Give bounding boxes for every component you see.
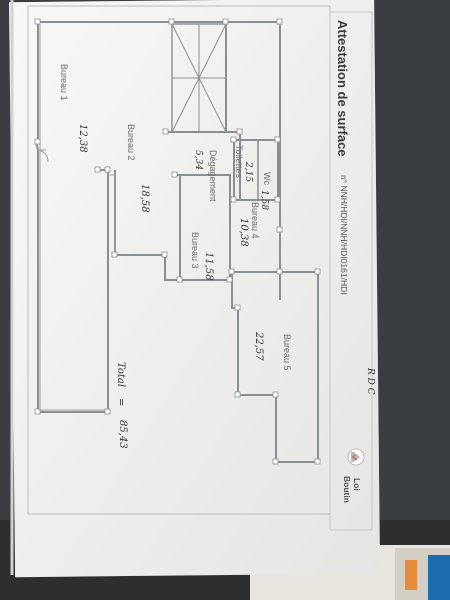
total-label: Total xyxy=(115,362,126,387)
room-label-bureau2: Bureau 2 xyxy=(126,124,136,161)
total-value: 85,43 xyxy=(117,420,128,449)
total-equals: = xyxy=(115,398,126,406)
area-bureau3: 11,58 xyxy=(203,252,214,281)
area-degagement: 5,34 xyxy=(193,150,203,170)
door-arc xyxy=(37,149,49,163)
floor-plan xyxy=(34,21,319,463)
room-label-bureau1: Bureau 1 xyxy=(59,64,69,101)
wall-nodes xyxy=(34,18,321,465)
room-label-degagement: Dégagement xyxy=(208,150,218,202)
room-label-bureau4: Bureau 4 xyxy=(250,202,260,239)
brand-line1: Loi xyxy=(352,478,362,491)
reference-number: n° NNH/HDI/NNH/HDI0161/HDI xyxy=(339,175,349,295)
room-label-bureau5: Bureau 5 xyxy=(282,334,292,371)
header-band-frame xyxy=(329,11,373,531)
document-title: Attestation de surface xyxy=(335,20,350,157)
area-toilettes: 2,15 xyxy=(243,161,253,182)
stairwell-shaft xyxy=(171,23,227,133)
area-bureau1: 12,38 xyxy=(77,124,88,153)
area-bureau5: 22,57 xyxy=(253,331,264,361)
room-label-wc: Wc xyxy=(262,172,272,185)
area-bureau4: 10,38 xyxy=(238,218,249,247)
level-handwritten: R D C xyxy=(365,367,375,395)
brand-line2: Boutin xyxy=(342,476,352,503)
house-check-icon xyxy=(347,448,365,466)
area-wc: 1,58 xyxy=(259,190,269,210)
area-bureau2: 18,58 xyxy=(139,184,150,213)
room-label-toilettes: Toilettes xyxy=(234,145,244,179)
paper-sheet xyxy=(9,0,381,578)
room-label-bureau3: Bureau 3 xyxy=(190,232,200,269)
